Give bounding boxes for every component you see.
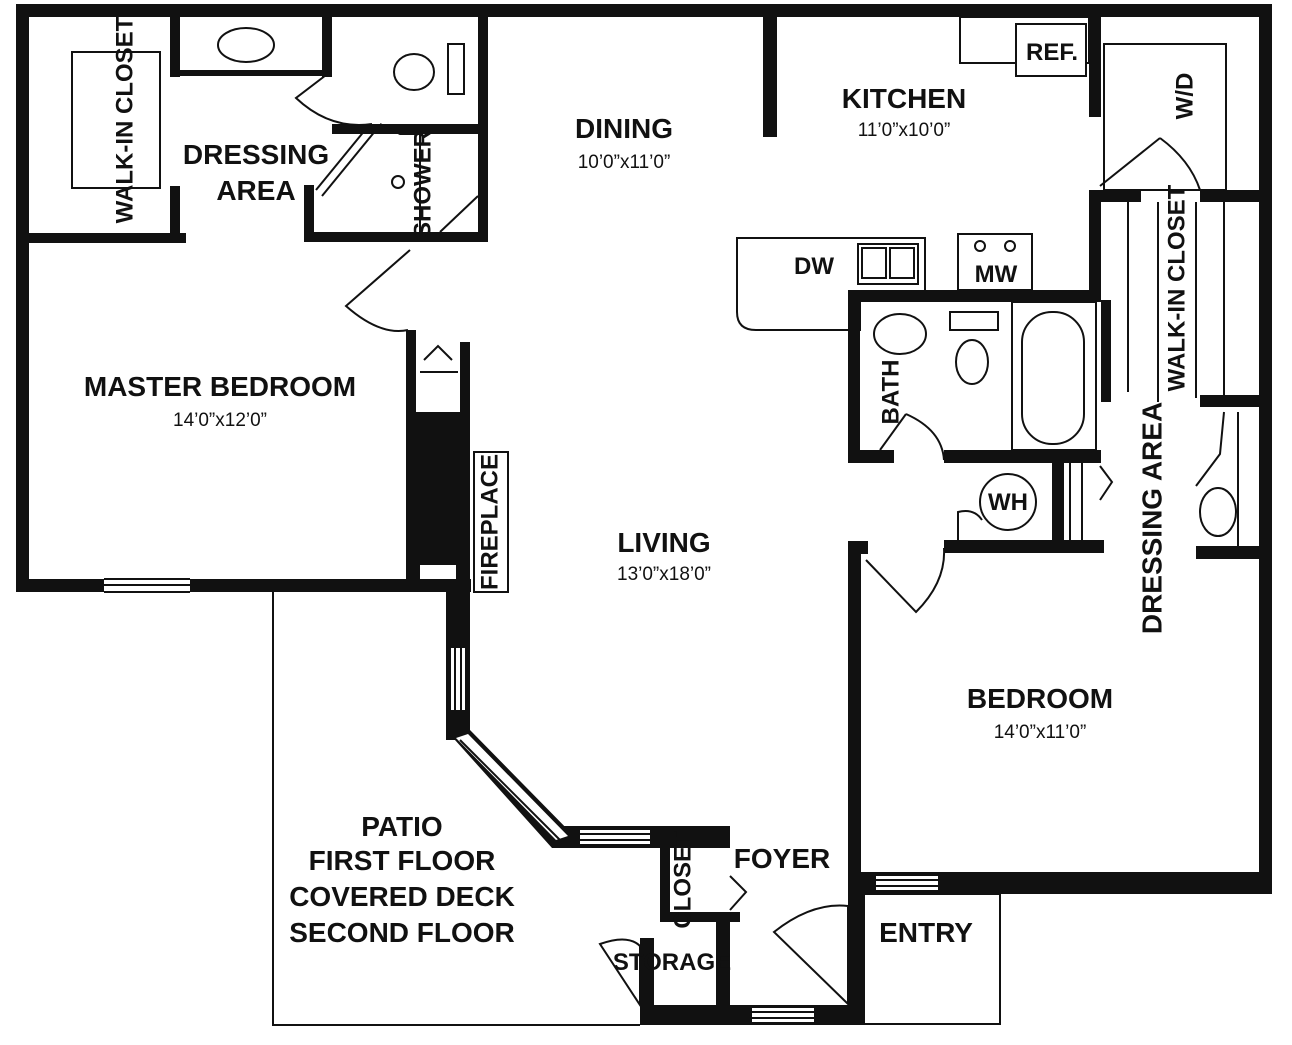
wh-label: WH	[988, 489, 1028, 516]
labels: WALK-IN CLOSET DRESSING AREA SHOWER DINI…	[84, 16, 1198, 976]
walk-in-closet-master-label: WALK-IN CLOSET	[111, 16, 138, 223]
patio-label-2: FIRST FLOOR	[309, 845, 496, 876]
dressing-area-master-label-2: AREA	[216, 175, 295, 206]
door-swings	[294, 71, 1225, 1009]
kitchen-label: KITCHEN	[842, 83, 966, 114]
living-dimensions: 13’0”x18’0”	[617, 564, 711, 585]
dw-label: DW	[794, 253, 834, 280]
patio-label-3: COVERED DECK	[289, 881, 515, 912]
interior-walls	[16, 17, 1272, 1025]
foyer-label: FOYER	[734, 843, 830, 874]
dining-label: DINING	[575, 113, 673, 144]
wd-label: W/D	[1171, 73, 1198, 120]
kitchen-dimensions: 11’0”x10’0”	[858, 120, 951, 141]
bath-label: BATH	[877, 360, 904, 425]
ref-label: REF.	[1026, 39, 1078, 66]
mw-label: MW	[975, 261, 1018, 288]
fixtures	[71, 16, 1239, 546]
bedroom-dimensions: 14’0”x11’0”	[994, 722, 1087, 743]
dining-dimensions: 10’0”x11’0”	[578, 152, 671, 173]
walk-in-closet-second-label: WALK-IN CLOSET	[1163, 184, 1190, 391]
bedroom-label: BEDROOM	[967, 683, 1113, 714]
storage-label: STORAGE	[613, 949, 731, 976]
master-bedroom-dimensions: 14’0”x12’0”	[173, 410, 267, 431]
patio-outline	[272, 592, 1001, 1026]
dressing-area-master-label-1: DRESSING	[183, 139, 329, 170]
windows	[104, 574, 938, 1022]
living-label: LIVING	[617, 527, 710, 558]
shower-label: SHOWER	[409, 130, 436, 238]
entry-label: ENTRY	[879, 917, 973, 948]
dressing-area-second-label: DRESSING AREA	[1136, 402, 1167, 634]
fireplace-label: FIREPLACE	[476, 454, 503, 590]
closet-label: CLOSET	[669, 831, 696, 929]
patio-label-4: SECOND FLOOR	[289, 917, 515, 948]
patio-label-1: PATIO	[361, 811, 442, 842]
master-bedroom-label: MASTER BEDROOM	[84, 371, 356, 402]
